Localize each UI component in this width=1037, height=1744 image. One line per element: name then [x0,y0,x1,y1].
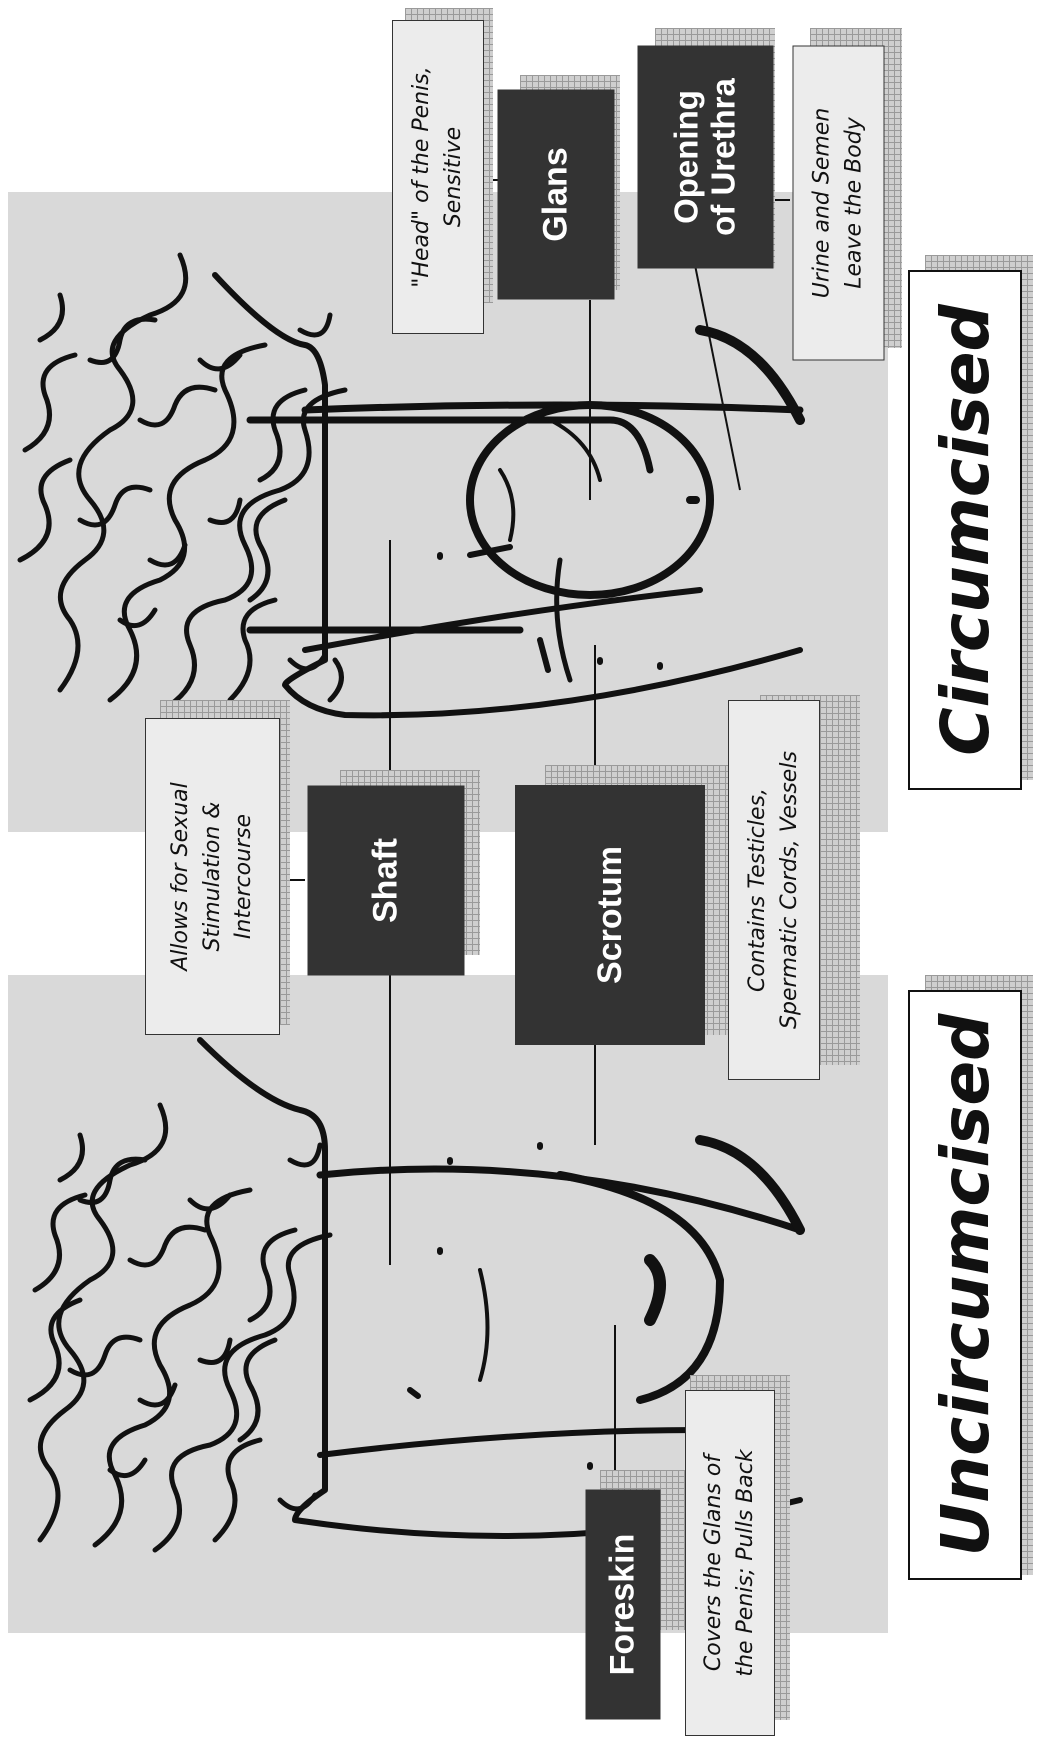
urethra-label: Opening of Urethra [637,45,774,269]
uncircumcised-figure [27,1037,805,1553]
shaft-description: Allows for Sexual Stimulation & Intercou… [145,718,280,1035]
circumcised-figure [17,252,805,719]
foreskin-description: Covers the Glans of the Penis; Pulls Bac… [685,1390,775,1736]
shaft-label: Shaft [307,785,465,976]
circumcised-hair-icon [17,252,348,708]
leader-urethra [694,264,741,491]
scrotum-label: Scrotum [515,785,705,1045]
glans-description: "Head" of the Penis, Sensitive [392,20,484,334]
foreskin-label: Foreskin [585,1489,661,1720]
glans-label: Glans [497,89,615,300]
caption-circumcised: Circumcised [908,270,1022,790]
scrotum-description: Contains Testicles, Spermatic Cords, Ves… [728,700,820,1080]
urethra-description: Urine and Semen Leave the Body [792,45,885,361]
caption-uncircumcised: Uncircumcised [908,990,1022,1580]
